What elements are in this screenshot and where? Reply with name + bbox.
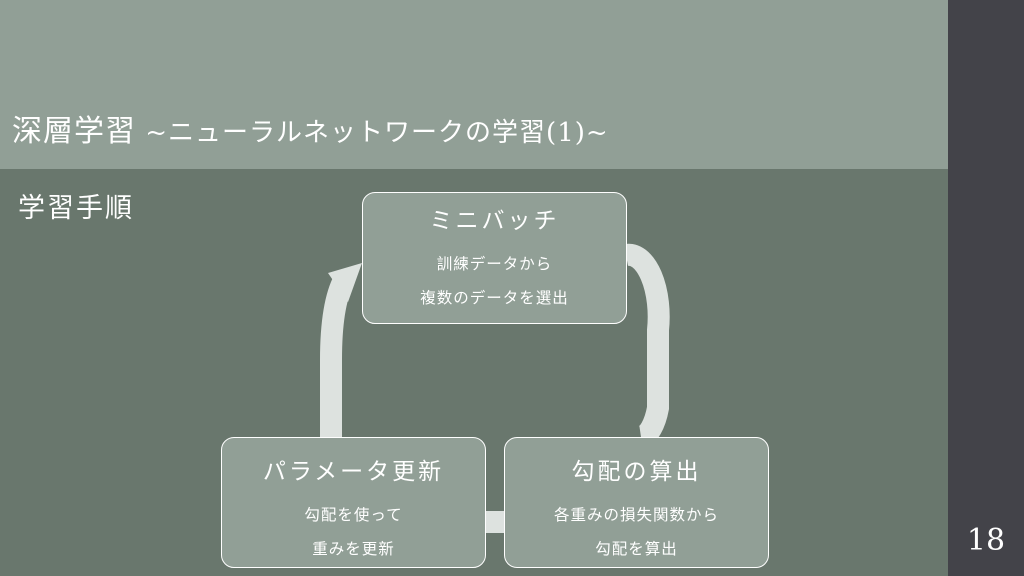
cycle-arc-left — [319, 274, 354, 437]
slide-title-main: 深層学習 — [12, 114, 136, 149]
slide-title-suffix: ~ニューラルネットワークの学習(1)~ — [136, 118, 609, 148]
cycle-arc-right — [624, 243, 670, 448]
step-gradient: 勾配の算出 各重みの損失関数から 勾配を算出 — [504, 437, 769, 568]
cycle-arrowhead — [328, 263, 362, 302]
subheading: 学習手順 — [18, 193, 134, 224]
step-title: ミニバッチ — [429, 208, 560, 234]
cycle-arc-bottom — [486, 511, 504, 533]
step-line: 各重みの損失関数から — [553, 506, 719, 524]
step-line: 訓練データから — [436, 255, 553, 273]
step-line: 重みを更新 — [312, 540, 395, 558]
page-number: 18 — [966, 523, 1006, 558]
title-band — [0, 0, 948, 169]
step-line: 勾配を使って — [304, 506, 403, 524]
step-title: 勾配の算出 — [571, 459, 702, 485]
step-minibatch: ミニバッチ 訓練データから 複数のデータを選出 — [362, 192, 627, 324]
side-strip — [948, 0, 1024, 576]
step-parameter-update: パラメータ更新 勾配を使って 重みを更新 — [221, 437, 486, 568]
step-title: パラメータ更新 — [262, 459, 445, 485]
step-line: 複数のデータを選出 — [420, 289, 569, 307]
slide-title: 深層学習 ~ニューラルネットワークの学習(1)~ — [12, 106, 609, 150]
step-line: 勾配を算出 — [595, 540, 678, 558]
